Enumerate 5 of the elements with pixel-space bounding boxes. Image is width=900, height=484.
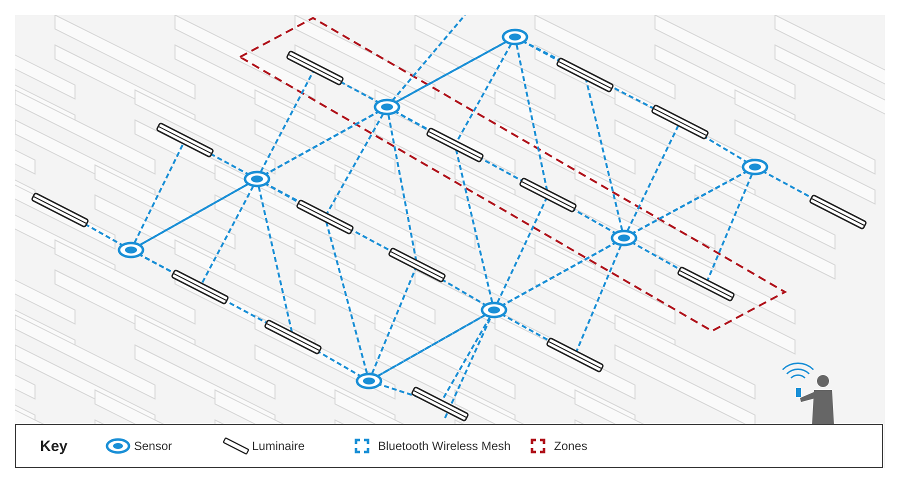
legend-label: Bluetooth Wireless Mesh [378,439,511,453]
legend-label: Sensor [134,439,172,453]
legend-label: Luminaire [252,439,305,453]
key-heading: Key [40,438,68,455]
legend-label: Zones [554,439,588,453]
